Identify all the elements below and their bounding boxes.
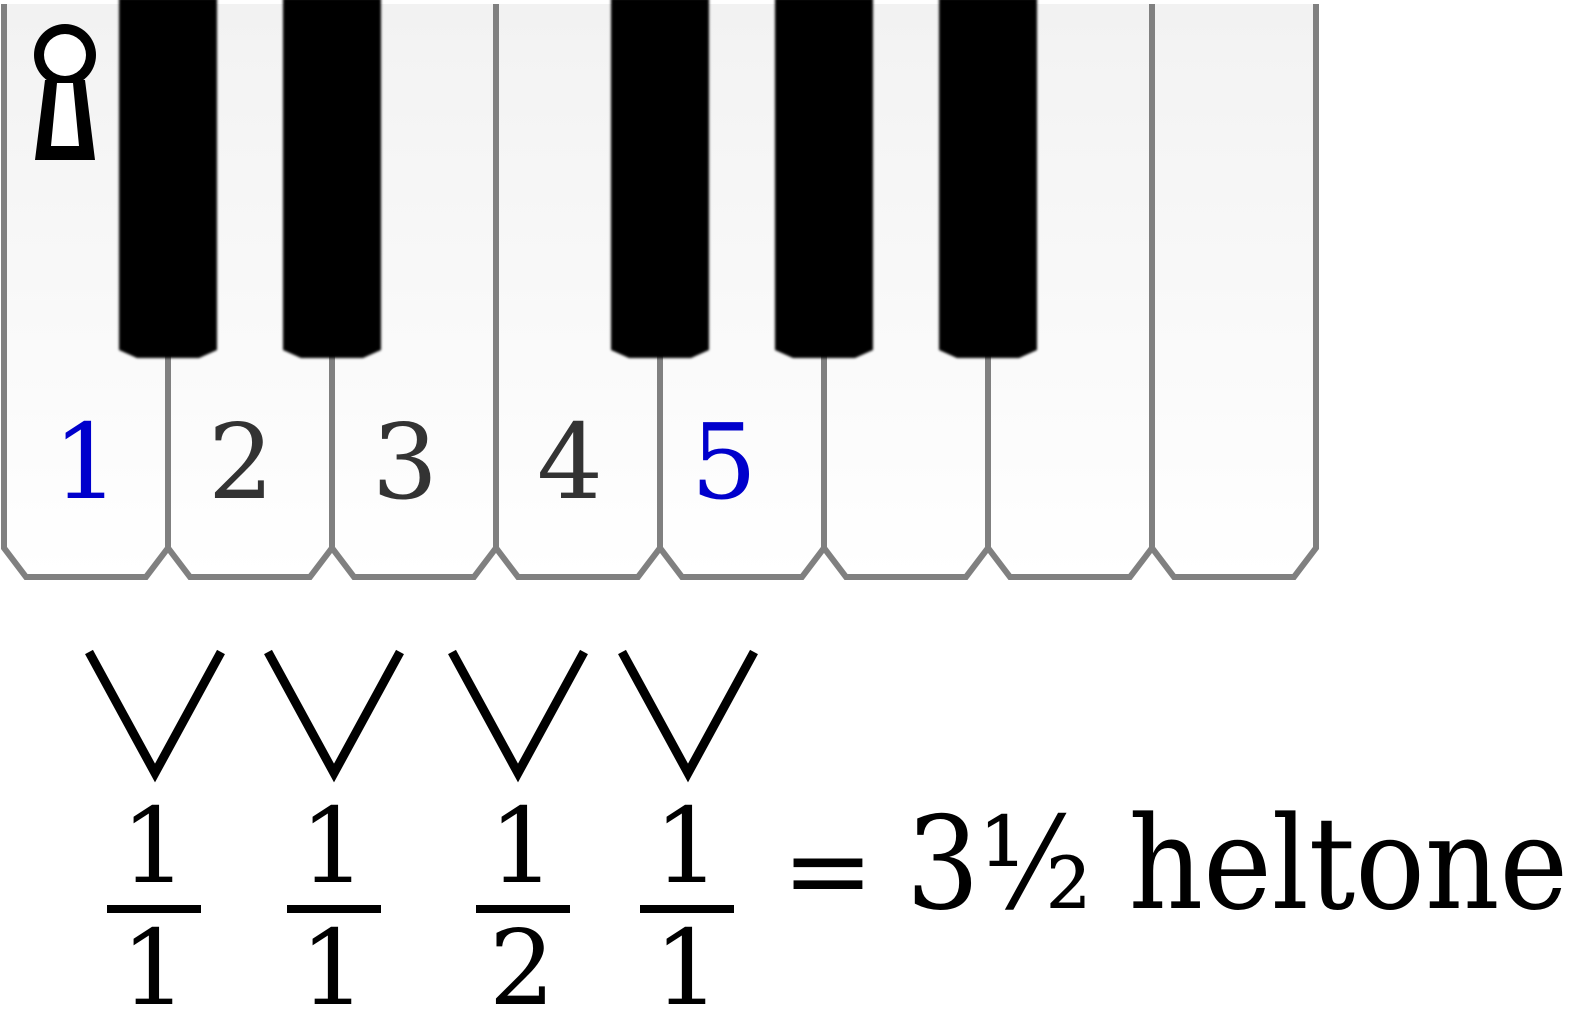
fraction-4: 1 1 [640, 785, 734, 1028]
interval-bracket-1 [85, 649, 225, 783]
fraction-4-bar [640, 905, 734, 913]
fraction-3-bar [476, 905, 570, 913]
fraction-4-denominator: 1 [654, 907, 720, 1023]
white-key [1149, 4, 1319, 580]
interval-bracket-4 [618, 649, 758, 783]
key-label-1: 1 [53, 401, 119, 523]
fraction-3: 1 2 [476, 785, 570, 1028]
fraction-1-bar [107, 905, 201, 913]
black-key [119, 0, 217, 358]
key-label-2: 2 [208, 401, 274, 523]
black-key [775, 0, 873, 358]
fraction-3-numerator: 1 [489, 785, 555, 907]
black-keys [119, 0, 1037, 358]
interval-brackets [85, 649, 758, 783]
fraction-2-bar [287, 905, 381, 913]
key-label-3: 3 [372, 401, 438, 523]
fraction-1-numerator: 1 [121, 785, 187, 907]
interval-bracket-3 [448, 649, 588, 783]
black-key [939, 0, 1037, 358]
result-text: 3½ heltone [906, 790, 1568, 939]
fraction-2: 1 1 [287, 785, 381, 1028]
fraction-3-denominator: 2 [489, 907, 555, 1023]
fraction-4-numerator: 1 [654, 785, 720, 907]
equation: = 3½ heltone [782, 790, 1568, 939]
black-key [611, 0, 709, 358]
interval-bracket-2 [264, 649, 404, 783]
key-labels: 1 2 3 4 5 [53, 401, 757, 523]
fraction-1-denominator: 1 [121, 907, 187, 1023]
interval-fractions: 1 1 1 1 1 2 1 1 [107, 785, 734, 1028]
fraction-2-denominator: 1 [300, 907, 366, 1023]
fraction-1: 1 1 [107, 785, 201, 1028]
key-label-5: 5 [691, 401, 757, 523]
keyhole-icon [34, 24, 96, 160]
fraction-2-numerator: 1 [300, 785, 366, 907]
black-key [283, 0, 381, 358]
key-label-4: 4 [537, 401, 603, 523]
equals-sign: = [782, 806, 874, 934]
